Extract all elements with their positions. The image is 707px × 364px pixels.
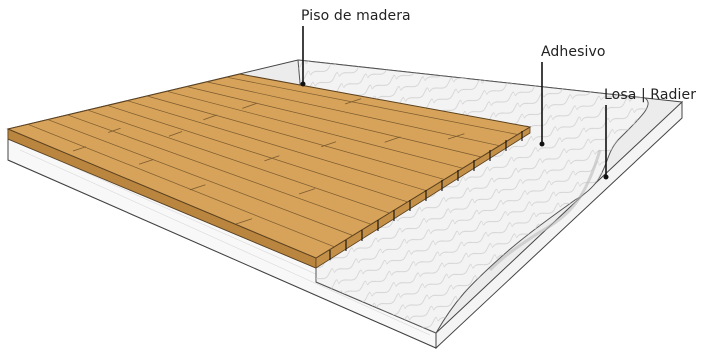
- label-losa-radier: Losa | Radier: [604, 87, 697, 103]
- wood-floor-layer: [6, 73, 532, 269]
- label-piso-de-madera: Piso de madera: [301, 8, 411, 24]
- leader-dot-adhesivo: [539, 141, 545, 147]
- wood-floor-top: [6, 73, 532, 259]
- adhesive-groove-shadow: [488, 149, 602, 272]
- slab-front-right: [435, 100, 683, 350]
- leader-dot-losa-radier: [603, 174, 609, 180]
- callout-leaders: [300, 26, 609, 180]
- label-adhesivo: Adhesivo: [541, 44, 606, 60]
- wood-plank-seams: [27, 76, 518, 248]
- wood-side-seams: [329, 131, 523, 260]
- leader-dot-piso-de-madera: [300, 81, 306, 87]
- wood-plank-ends: [72, 98, 465, 225]
